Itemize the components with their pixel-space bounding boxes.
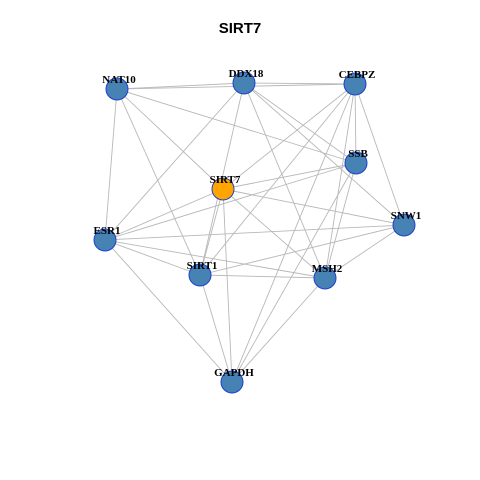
edge-sirt7-sirt1: [199, 188, 224, 276]
edge-ddx18-snw1: [243, 82, 405, 226]
edge-snw1-sirt1: [199, 224, 405, 276]
node-label: DDX18: [229, 68, 264, 80]
edge-ssb-msh2: [324, 162, 357, 279]
edge-nat10-sirt1: [116, 88, 201, 276]
node-label: ESR1: [94, 225, 121, 237]
edge-snw1-esr1: [104, 224, 405, 241]
node-sirt7: SIRT7: [210, 174, 241, 201]
node-label: SNW1: [391, 210, 422, 222]
node-circle: [211, 177, 235, 201]
node-label: SSB: [348, 148, 368, 160]
node-circle: [343, 72, 367, 96]
edge-sirt7-gapdh: [222, 188, 233, 383]
node-esr1: ESR1: [93, 225, 121, 252]
edge-ddx18-esr1: [104, 82, 245, 241]
node-label: CEBPZ: [339, 69, 376, 81]
edge-cebpz-msh2: [324, 83, 356, 279]
edge-msh2-gapdh: [231, 277, 326, 383]
node-circle: [93, 228, 117, 252]
node-sirt1: SIRT1: [187, 260, 218, 287]
edge-ssb-esr1: [104, 162, 357, 241]
node-cebpz: CEBPZ: [339, 69, 376, 96]
edge-nat10-sirt7: [116, 88, 224, 190]
node-circle: [392, 213, 416, 237]
node-circle: [344, 151, 368, 175]
edge-sirt1-gapdh: [199, 274, 233, 383]
node-circle: [313, 266, 337, 290]
node-nat10: NAT10: [102, 74, 136, 101]
edge-cebpz-ssb: [354, 83, 357, 164]
edges-layer: [104, 82, 405, 383]
edge-ddx18-ssb: [243, 82, 357, 164]
edge-nat10-ssb: [116, 88, 357, 164]
node-label: MSH2: [312, 263, 343, 275]
node-circle: [188, 263, 212, 287]
figure-title: SIRT7: [218, 20, 262, 37]
edge-ddx18-cebpz: [243, 82, 356, 85]
edge-sirt7-snw1: [222, 188, 405, 226]
edge-nat10-ddx18: [116, 82, 245, 90]
edge-ddx18-msh2: [243, 82, 326, 279]
node-ssb: SSB: [344, 148, 368, 175]
edge-nat10-esr1: [104, 88, 118, 241]
node-circle: [105, 77, 129, 101]
edge-sirt1-msh2: [199, 274, 326, 279]
node-label: SIRT7: [210, 174, 241, 186]
edge-cebpz-sirt7: [222, 83, 356, 190]
node-gapdh: GAPDH: [214, 367, 254, 394]
edge-esr1-msh2: [104, 239, 326, 279]
edge-ssb-sirt7: [222, 162, 357, 190]
edge-snw1-msh2: [324, 224, 405, 279]
node-circle: [220, 370, 244, 394]
node-label: NAT10: [102, 74, 136, 86]
edge-sirt7-esr1: [104, 188, 224, 241]
edge-sirt7-msh2: [222, 188, 326, 279]
node-ddx18: DDX18: [229, 68, 264, 95]
node-label: SIRT1: [187, 260, 218, 272]
node-circle: [232, 71, 256, 95]
edge-cebpz-gapdh: [231, 83, 356, 383]
node-msh2: MSH2: [312, 263, 343, 290]
edge-cebpz-snw1: [354, 83, 405, 226]
edge-esr1-sirt1: [104, 239, 201, 276]
node-label: GAPDH: [214, 367, 254, 379]
node-snw1: SNW1: [391, 210, 422, 237]
edge-esr1-gapdh: [104, 239, 233, 383]
